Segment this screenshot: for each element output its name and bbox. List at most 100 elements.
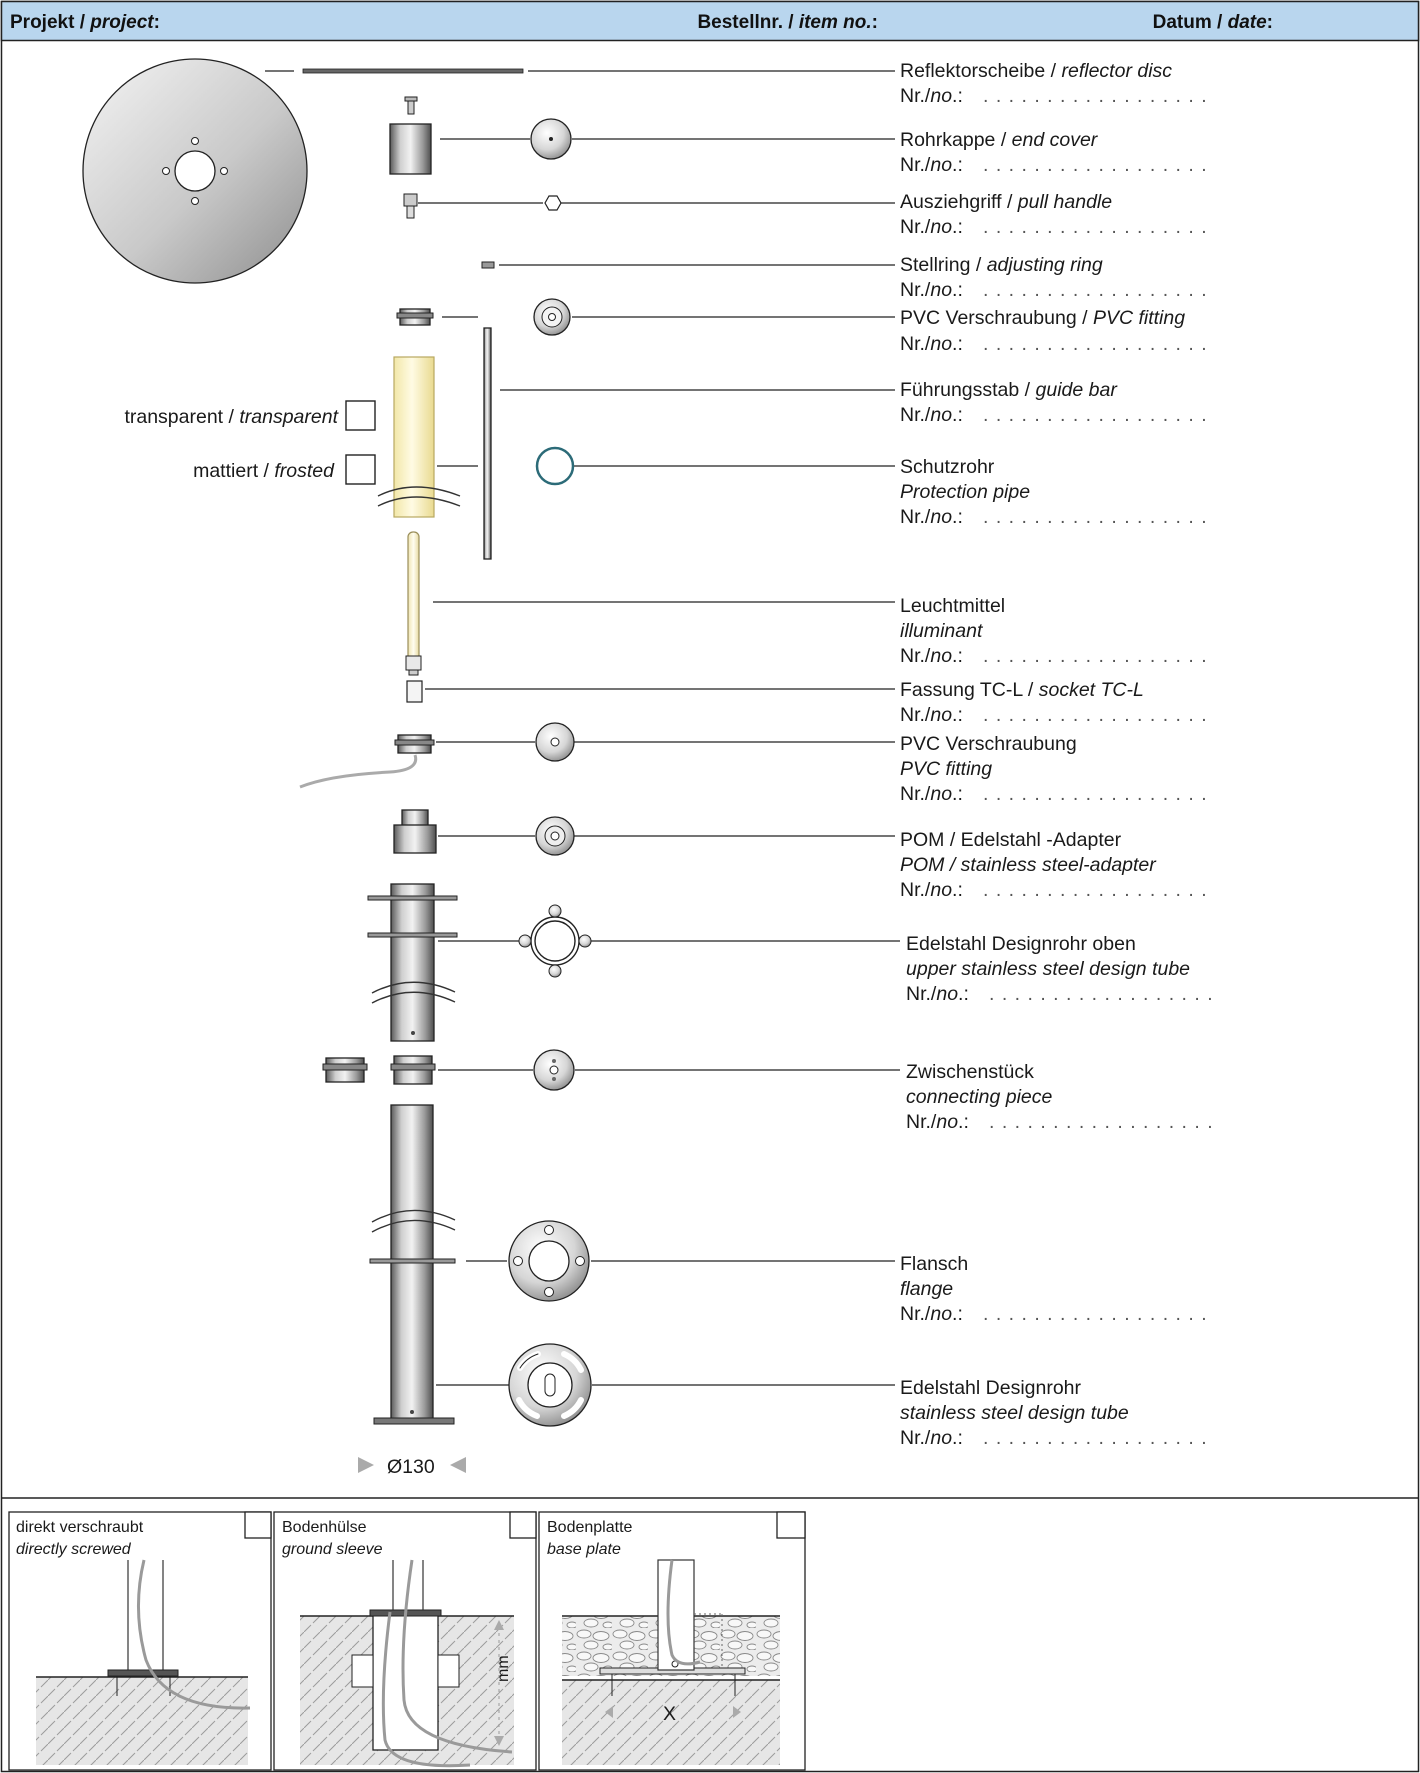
svg-text:Führungsstab / guide bar: Führungsstab / guide bar [900,379,1118,401]
guide-bar-drawing [483,327,492,560]
svg-text:Nr./no.:: Nr./no.: [906,1111,969,1133]
svg-text:Nr./no.:: Nr./no.: [900,85,963,107]
svg-text:Nr./no.:: Nr./no.: [900,1427,963,1449]
svg-text:. . . . . . . . . . . . . . .: . . . . . . . . . . . . . . . . . . [983,404,1208,426]
mounting-ground-sleeve-checkbox[interactable] [509,1511,537,1539]
mounting-base-plate-checkbox[interactable] [776,1511,806,1539]
svg-text:PVC Verschraubung: PVC Verschraubung [900,733,1077,755]
svg-text:Zwischenstück: Zwischenstück [906,1061,1034,1083]
svg-text:. . . . . . . . . . . . . . .: . . . . . . . . . . . . . . . . . . [983,704,1208,726]
svg-text:PVC Verschraubung / PVC fittin: PVC Verschraubung / PVC fitting [900,307,1185,329]
adjusting-ring-drawing [481,261,495,269]
date-field-label: Datum / date: [1153,12,1273,33]
svg-text:Ausziehgriff / pull handle: Ausziehgriff / pull handle [900,191,1112,213]
svg-text:stainless steel design tube: stainless steel design tube [900,1402,1129,1424]
part-connecting-piece: Zwischenstück connecting piece Nr./no.: … [906,1061,1214,1133]
svg-text:Flansch: Flansch [900,1253,968,1275]
svg-text:Nr./no.:: Nr./no.: [900,704,963,726]
part-pull-handle: Ausziehgriff / pull handle Nr./no.: . . … [900,191,1207,238]
svg-text:POM / stainless steel-adapter: POM / stainless steel-adapter [900,854,1157,876]
svg-text:Edelstahl Designrohr oben: Edelstahl Designrohr oben [906,933,1136,955]
svg-text:Nr./no.:: Nr./no.: [900,279,963,301]
svg-text:illuminant: illuminant [900,620,984,642]
svg-text:Bodenhülse: Bodenhülse [282,1519,367,1536]
svg-text:Protection pipe: Protection pipe [900,481,1030,503]
mounting-direct-checkbox[interactable] [244,1511,272,1539]
part-protection-pipe: Schutzrohr Protection pipe Nr./no.: . . … [900,456,1207,528]
svg-text:mattiert / frosted: mattiert / frosted [193,460,335,482]
svg-text:Nr./no.:: Nr./no.: [900,783,963,805]
svg-text:upper stainless steel design t: upper stainless steel design tube [906,958,1190,980]
part-pvc-fitting-bottom: PVC Verschraubung PVC fitting Nr./no.: .… [900,733,1208,805]
part-reflector-disc: Reflektorscheibe / reflector disc Nr./no… [900,60,1208,107]
svg-text:Ø130: Ø130 [387,1456,435,1478]
reflector-disc-drawing [82,58,524,284]
svg-text:. . . . . . . . . . . . . . .: . . . . . . . . . . . . . . . . . . [983,279,1208,301]
item-number-field-label: Bestellnr. / item no.: [697,12,878,33]
option-transparent: transparent / transparent [124,406,339,428]
svg-text:mm: mm [495,1655,512,1682]
part-flange: Flansch flange Nr./no.: . . . . . . . . … [900,1253,1208,1325]
svg-text:Nr./no.:: Nr./no.: [900,216,963,238]
svg-text:. . . . . . . . . . . . . . .: . . . . . . . . . . . . . . . . . . [983,333,1208,355]
diameter-dimension: Ø130 [358,1456,466,1478]
svg-text:PVC fitting: PVC fitting [900,758,992,780]
svg-text:POM / Edelstahl -Adapter: POM / Edelstahl -Adapter [900,829,1122,851]
svg-text:. . . . . . . . . . . . . . .: . . . . . . . . . . . . . . . . . . [989,1111,1214,1133]
mounting-direct-panel: direkt verschraubt directly screwed [8,1511,272,1771]
transparent-checkbox[interactable] [345,400,376,431]
protection-pipe-drawing [377,356,575,518]
svg-text:Nr./no.:: Nr./no.: [900,333,963,355]
svg-text:connecting piece: connecting piece [906,1086,1053,1108]
svg-text:. . . . . . . . . . . . . . .: . . . . . . . . . . . . . . . . . . [983,154,1208,176]
svg-text:Leuchtmittel: Leuchtmittel [900,595,1005,617]
project-field-label: Projekt / project: [10,12,160,33]
flange-drawing [508,1220,590,1302]
part-illuminant: Leuchtmittel illuminant Nr./no.: . . . .… [900,595,1208,667]
svg-text:Nr./no.:: Nr./no.: [900,879,963,901]
mounting-base-plate-panel: Bodenplatte base plate X [538,1511,806,1771]
part-pom-adapter: POM / Edelstahl -Adapter POM / stainless… [900,829,1208,901]
part-adjusting-ring: Stellring / adjusting ring Nr./no.: . . … [900,254,1208,301]
upper-design-tube-drawing [367,883,592,1042]
frosted-checkbox[interactable] [345,454,376,485]
svg-text:Stellring / adjusting ring: Stellring / adjusting ring [900,254,1103,276]
pvc-fitting-top-drawing [396,298,571,336]
svg-text:. . . . . . . . . . . . . . .: . . . . . . . . . . . . . . . . . . [983,879,1208,901]
svg-text:directly screwed: directly screwed [16,1541,132,1558]
end-cover-drawing [389,96,572,175]
part-pvc-fitting-top: PVC Verschraubung / PVC fitting Nr./no.:… [900,307,1208,355]
part-socket-tc-l: Fassung TC-L / socket TC-L Nr./no.: . . … [900,679,1208,726]
svg-text:ground sleeve: ground sleeve [282,1541,383,1558]
pvc-fitting-bottom-drawing [299,722,575,789]
part-end-cover: Rohrkappe / end cover Nr./no.: . . . . .… [900,129,1208,176]
svg-text:Edelstahl Designrohr: Edelstahl Designrohr [900,1377,1082,1399]
part-guide-bar: Führungsstab / guide bar Nr./no.: . . . … [900,379,1208,426]
svg-text:Nr./no.:: Nr./no.: [900,154,963,176]
option-frosted: mattiert / frosted [193,460,335,482]
svg-text:Nr./no.:: Nr./no.: [906,983,969,1005]
part-upper-design-tube: Edelstahl Designrohr oben upper stainles… [906,933,1214,1005]
svg-text:Nr./no.:: Nr./no.: [900,404,963,426]
svg-text:. . . . . . . . . . . . . . .: . . . . . . . . . . . . . . . . . . [983,783,1208,805]
svg-text:Nr./no.:: Nr./no.: [900,645,963,667]
part-design-tube: Edelstahl Designrohr stainless steel des… [900,1377,1208,1449]
pull-handle-drawing [403,193,562,219]
connecting-piece-drawing [322,1049,575,1091]
svg-text:Bodenplatte: Bodenplatte [547,1519,633,1536]
header-bar: Projekt / project: Bestellnr. / item no.… [0,0,1420,42]
illuminant-drawing [405,531,422,676]
svg-text:. . . . . . . . . . . . . . .: . . . . . . . . . . . . . . . . . . [989,983,1214,1005]
socket-drawing [406,680,423,703]
svg-text:. . . . . . . . . . . . . . .: . . . . . . . . . . . . . . . . . . [983,85,1208,107]
svg-text:Reflektorscheibe / reflector d: Reflektorscheibe / reflector disc [900,60,1172,82]
lower-design-tube-drawing [369,1104,456,1425]
svg-text:. . . . . . . . . . . . . . .: . . . . . . . . . . . . . . . . . . [983,1427,1208,1449]
svg-text:. . . . . . . . . . . . . . .: . . . . . . . . . . . . . . . . . . [983,1303,1208,1325]
svg-text:. . . . . . . . . . . . . . .: . . . . . . . . . . . . . . . . . . [983,645,1208,667]
pom-adapter-drawing [393,809,575,856]
svg-text:X: X [663,1703,676,1725]
svg-text:base plate: base plate [547,1541,621,1558]
svg-text:Fassung TC-L / socket TC-L: Fassung TC-L / socket TC-L [900,679,1144,701]
